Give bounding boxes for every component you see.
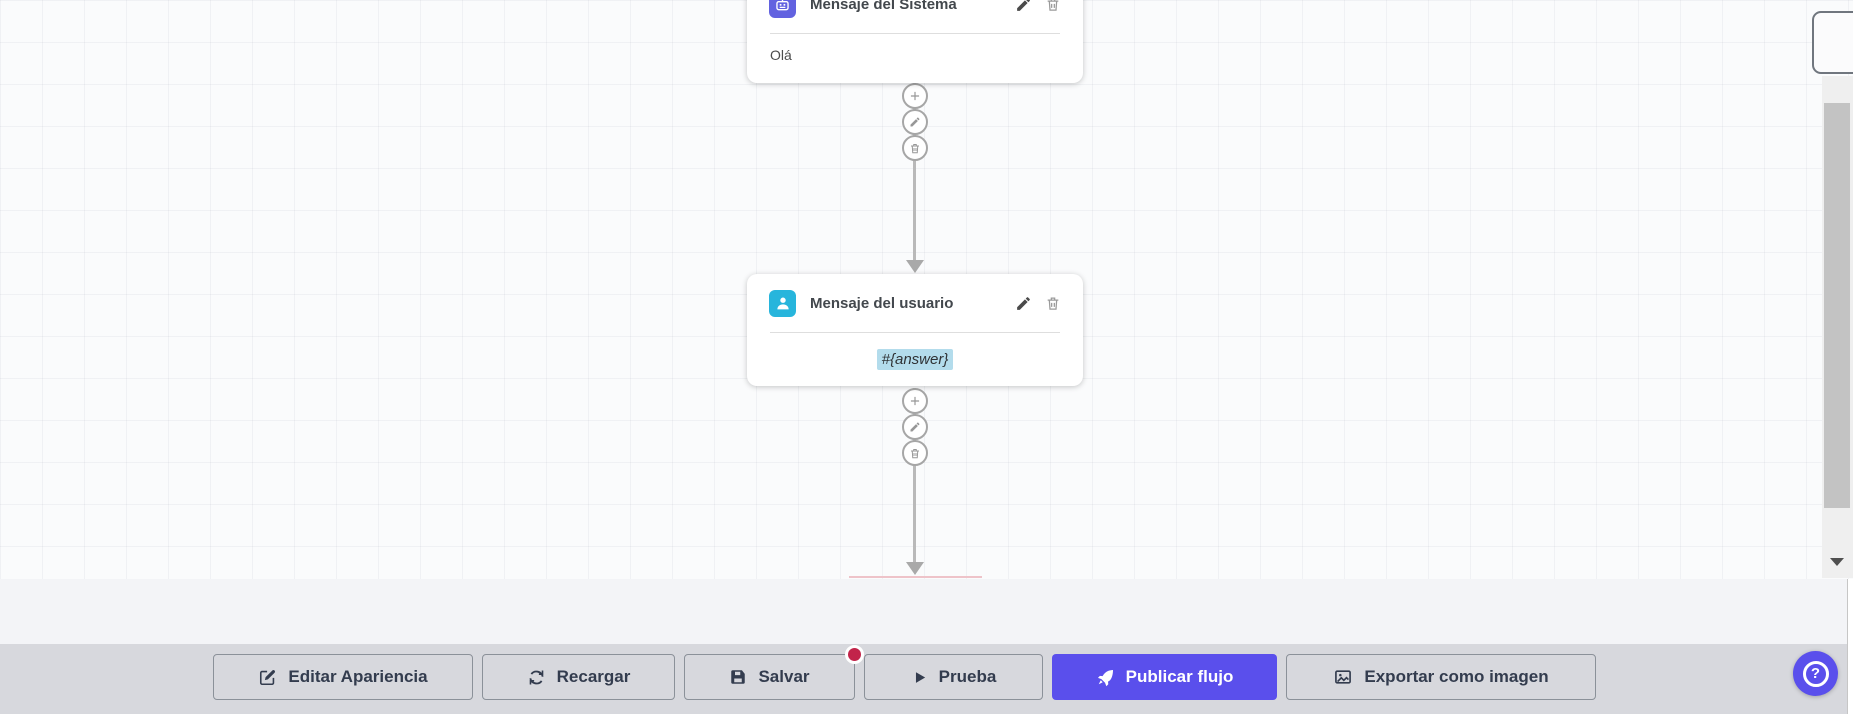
publish-flow-button[interactable]: Publicar flujo	[1052, 654, 1277, 700]
edit-connector-icon[interactable]	[902, 414, 928, 440]
delete-connector-icon[interactable]	[902, 135, 928, 161]
help-button[interactable]: ?	[1793, 651, 1838, 696]
flow-canvas[interactable]: Mensaje del Sistema Olá	[0, 0, 1853, 579]
vertical-scrollbar[interactable]	[1822, 76, 1853, 578]
save-button[interactable]: Salvar	[684, 645, 864, 700]
edit-node-icon[interactable]	[1015, 0, 1032, 13]
question-icon: ?	[1802, 660, 1829, 687]
button-label: Prueba	[938, 667, 997, 686]
button-label: Recargar	[556, 667, 631, 686]
test-button[interactable]: Prueba	[864, 654, 1043, 700]
add-node-icon[interactable]	[902, 83, 928, 109]
add-node-icon[interactable]	[902, 388, 928, 414]
edit-connector-icon[interactable]	[902, 109, 928, 135]
divider	[770, 332, 1060, 333]
button-label: Editar Apariencia	[288, 667, 428, 686]
play-icon	[915, 671, 925, 683]
node-title: Mensaje del Sistema	[810, 0, 957, 13]
page-scrollbar-edge[interactable]	[1847, 579, 1853, 714]
save-icon	[731, 670, 746, 684]
node-header: Mensaje del Sistema	[747, 0, 1083, 33]
user-icon	[769, 289, 796, 317]
question-mark: ?	[1810, 665, 1821, 682]
unsaved-changes-badge	[845, 645, 864, 664]
delete-node-icon[interactable]	[1045, 295, 1061, 312]
rocket-icon	[1097, 669, 1113, 686]
node-title: Mensaje del usuario	[810, 294, 954, 312]
canvas-controls-panel[interactable]	[1812, 11, 1853, 74]
button-label: Exportar como imagen	[1364, 667, 1549, 686]
node-system-message[interactable]: Mensaje del Sistema Olá	[747, 0, 1083, 83]
button-label: Publicar flujo	[1125, 667, 1234, 686]
scroll-down-icon[interactable]	[1830, 558, 1844, 566]
connector-line	[913, 388, 916, 563]
export-image-button[interactable]: Exportar como imagen	[1286, 654, 1596, 700]
connector-line	[913, 83, 916, 261]
next-node-edge	[849, 576, 982, 578]
node-body-text: Olá	[770, 47, 792, 63]
refresh-icon	[529, 670, 544, 684]
robot-icon	[769, 0, 796, 18]
arrow-down-icon	[906, 562, 924, 575]
node-user-message[interactable]: Mensaje del usuario #{answer}	[747, 274, 1083, 386]
answer-variable-chip[interactable]: #{answer}	[876, 349, 954, 370]
delete-connector-icon[interactable]	[902, 440, 928, 466]
edit-appearance-button[interactable]: Editar Apariencia	[213, 654, 473, 700]
image-icon	[1335, 670, 1352, 684]
connector-actions	[902, 388, 928, 466]
connector-actions	[902, 83, 928, 161]
canvas-footer-strip	[0, 579, 1853, 644]
edit-icon	[260, 669, 276, 685]
scrollbar-thumb[interactable]	[1824, 103, 1850, 508]
button-label: Salvar	[758, 667, 810, 686]
toolbar-button-row: Editar Apariencia Recargar Salvar Prueba…	[213, 645, 1596, 700]
arrow-down-icon	[906, 260, 924, 273]
reload-button[interactable]: Recargar	[482, 654, 675, 700]
edit-node-icon[interactable]	[1015, 295, 1032, 312]
divider	[770, 33, 1060, 34]
delete-node-icon[interactable]	[1045, 0, 1061, 13]
node-header: Mensaje del usuario	[747, 274, 1083, 332]
